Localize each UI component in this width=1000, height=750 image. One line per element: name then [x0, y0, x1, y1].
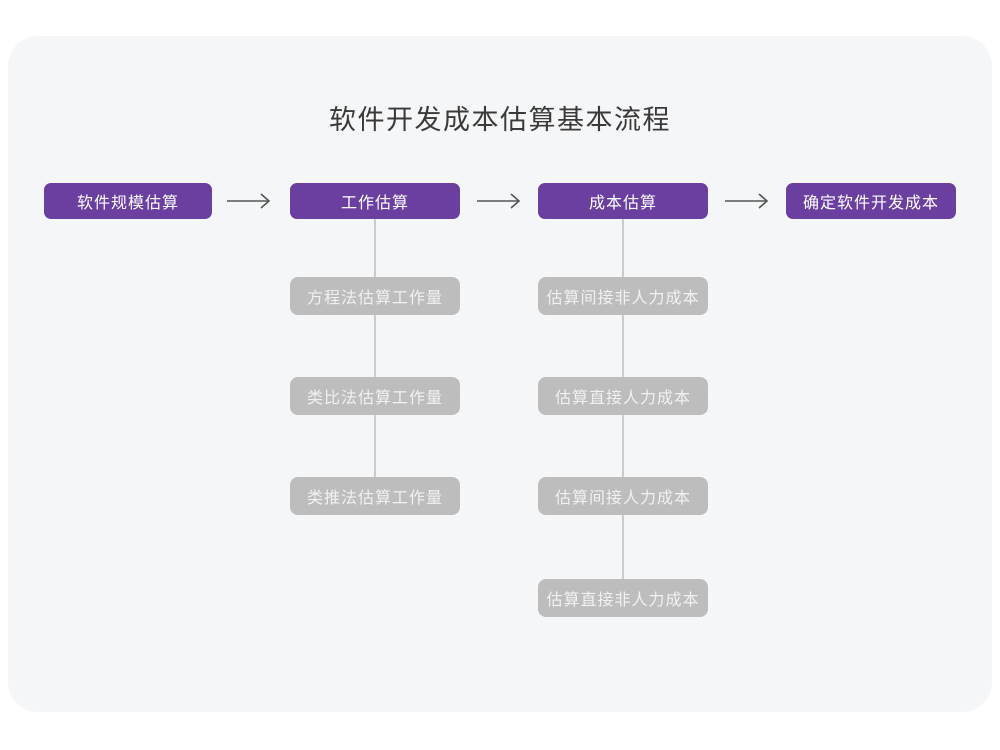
arrow-right-icon	[725, 193, 769, 209]
work-method-equation: 方程法估算工作量	[290, 277, 460, 315]
work-method-analogy: 类比法估算工作量	[290, 377, 460, 415]
flow-step-cost-estimation: 成本估算	[538, 183, 708, 219]
arrow-right-icon	[477, 193, 521, 209]
page-title: 软件开发成本估算基本流程	[329, 105, 671, 135]
arrow-right-icon	[227, 193, 271, 209]
cost-step-direct-labor: 估算直接人力成本	[538, 377, 708, 415]
cost-step-indirect-nonlabor: 估算间接非人力成本	[538, 277, 708, 315]
flow-step-determine-development-cost: 确定软件开发成本	[786, 183, 956, 219]
work-method-extrapolation: 类推法估算工作量	[290, 477, 460, 515]
flow-step-software-scale-estimation: 软件规模估算	[44, 183, 212, 219]
flow-step-work-estimation: 工作估算	[290, 183, 460, 219]
cost-step-direct-nonlabor: 估算直接非人力成本	[538, 579, 708, 617]
flowchart-card	[8, 36, 992, 712]
cost-step-indirect-labor: 估算间接人力成本	[538, 477, 708, 515]
connector-line-work-estimation	[374, 219, 376, 497]
